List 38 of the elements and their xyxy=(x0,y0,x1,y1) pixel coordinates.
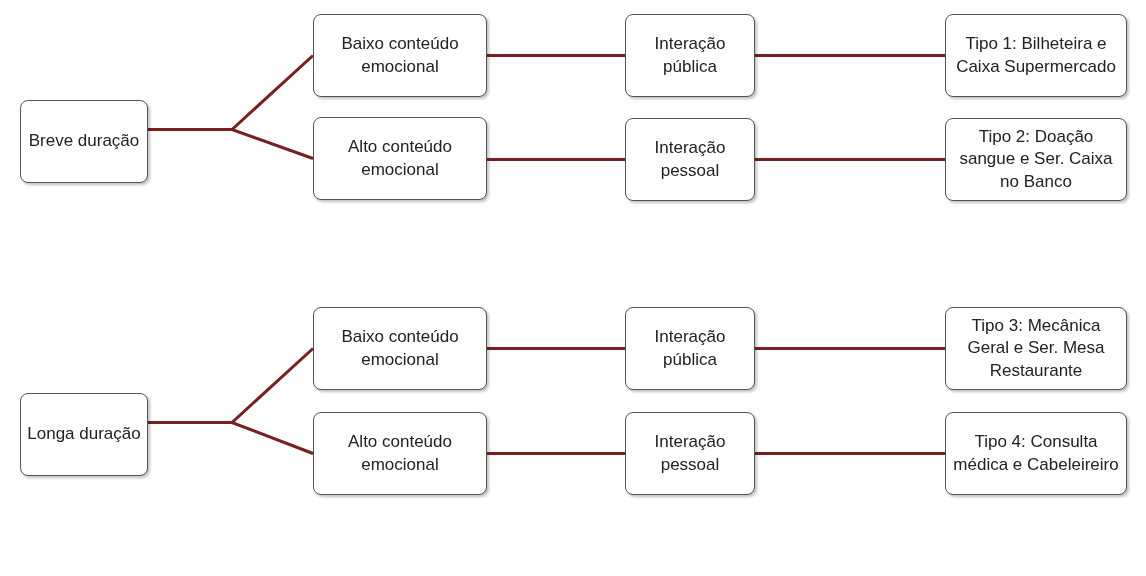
box-text: Baixo conteúdo emocional xyxy=(340,326,460,371)
connector-line xyxy=(755,54,945,57)
connector-line xyxy=(487,158,625,161)
connector-line xyxy=(148,421,314,455)
process-box xyxy=(945,412,1127,495)
process-box xyxy=(313,117,487,200)
box-text: Alto conteúdo emocional xyxy=(347,136,453,181)
box-text: Tipo 1: Bilheteira e Caixa Supermercado xyxy=(955,33,1117,78)
connector-line xyxy=(487,347,625,350)
box-text: Tipo 4: Consulta médica e Cabeleireiro xyxy=(952,431,1120,476)
box-text: Interação pessoal xyxy=(653,137,727,182)
process-box xyxy=(625,307,755,390)
box-text: Interação pública xyxy=(653,326,727,371)
process-box xyxy=(313,412,487,495)
process-box xyxy=(20,100,148,183)
connector-line xyxy=(755,347,945,350)
process-box xyxy=(313,307,487,390)
process-box xyxy=(625,118,755,201)
box-text: Baixo conteúdo emocional xyxy=(340,33,460,78)
box-text: Interação pessoal xyxy=(653,431,727,476)
process-box xyxy=(625,412,755,495)
connector-line xyxy=(755,452,945,455)
box-text: Tipo 3: Mecânica Geral e Ser. Mesa Restaurante xyxy=(966,315,1106,382)
box-text: Interação pública xyxy=(653,33,727,78)
process-box xyxy=(945,14,1127,97)
connector-line xyxy=(755,158,945,161)
process-box xyxy=(625,14,755,97)
process-box xyxy=(20,393,148,476)
connector-line xyxy=(487,54,625,57)
process-box xyxy=(945,307,1127,390)
process-box xyxy=(945,118,1127,201)
box-text: Breve duração xyxy=(28,130,140,153)
connector-line xyxy=(487,452,625,455)
connector-line xyxy=(148,128,314,160)
box-text: Longa duração xyxy=(27,423,141,446)
process-box xyxy=(313,14,487,97)
box-text: Alto conteúdo emocional xyxy=(347,431,453,476)
box-text: Tipo 2: Doação sangue e Ser. Caixa no Banco xyxy=(958,126,1114,193)
